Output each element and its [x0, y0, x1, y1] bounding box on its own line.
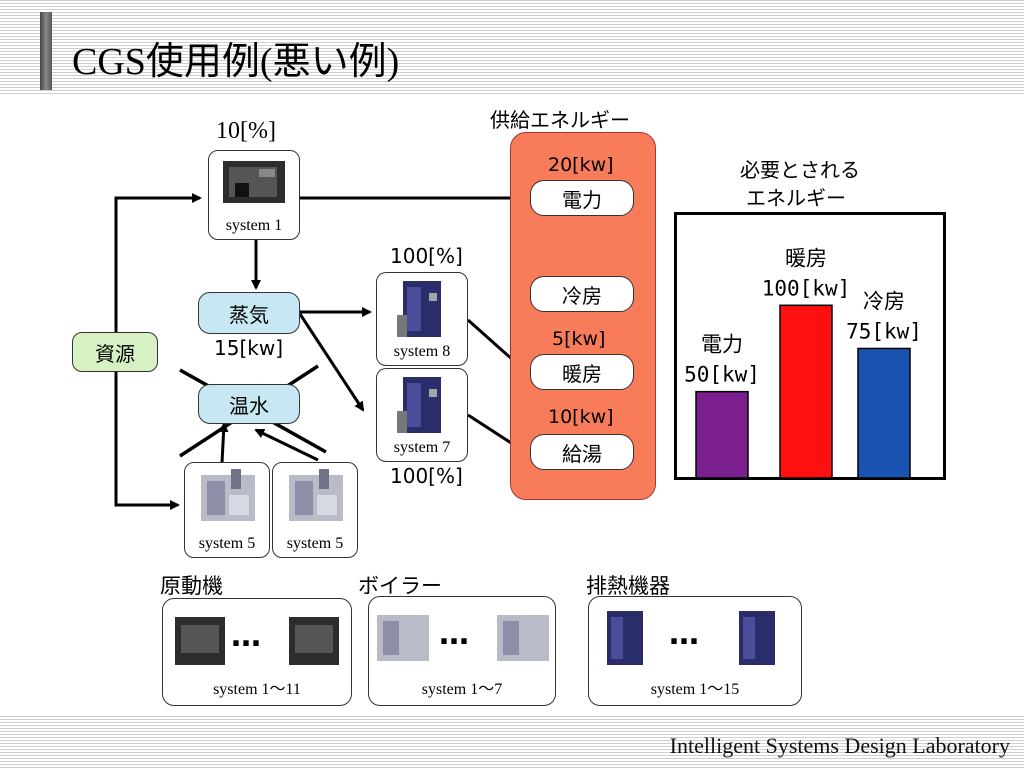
supply-heating-label: 暖房: [562, 361, 602, 386]
boiler-image-row: [377, 615, 549, 661]
steam-label: 蒸気: [229, 302, 269, 327]
category-boiler-box[interactable]: … system 1～7: [368, 596, 556, 706]
boiler-a-card[interactable]: system 5: [184, 462, 270, 558]
system8-percent: 100[%]: [390, 244, 463, 268]
ellipsis: …: [669, 617, 701, 652]
footer-text: Intelligent Systems Design Laboratory: [669, 733, 1010, 758]
steam-value: 15[kw]: [214, 336, 283, 360]
system1-caption: system 1: [225, 217, 283, 234]
arrow-steam-system7: [298, 313, 365, 412]
boiler-b-card[interactable]: system 5: [272, 462, 358, 558]
supply-hotwater-value: 10[kw]: [548, 406, 614, 428]
supply-heating-value: 5[kw]: [552, 328, 606, 350]
category-prime-mover-caption: system 1～11: [213, 681, 301, 698]
ellipsis: …: [231, 619, 263, 654]
supply-title: 供給エネルギー: [490, 108, 630, 132]
arrow-boilerA-hotwater: [218, 422, 229, 464]
category-exhaust-box[interactable]: … system 1～15: [588, 596, 802, 706]
system7-percent: 100[%]: [390, 464, 463, 488]
demand-title-line1: 必要とされる: [740, 158, 860, 182]
boiler-image: [289, 469, 343, 521]
system8-card[interactable]: system 8: [376, 272, 468, 366]
hot-water-label: 温水: [229, 393, 269, 418]
category-boiler-caption: system 1～7: [421, 681, 503, 698]
system1-percent: 10[%]: [216, 118, 276, 144]
supply-hotwater-label: 給湯: [562, 441, 602, 466]
resource-node: 資源: [72, 332, 158, 372]
arrow-resource-system1: [114, 193, 202, 332]
category-prime-mover-label: 原動機: [160, 574, 223, 598]
header-band: [0, 0, 1024, 96]
category-exhaust-label: 排熱機器: [586, 574, 670, 598]
ellipsis: …: [439, 617, 471, 652]
hot-water-node: 温水: [198, 384, 300, 424]
title-marker: [40, 12, 52, 90]
resource-label: 資源: [95, 341, 135, 366]
slide-title: CGS使用例(悪い例): [72, 41, 400, 83]
arrow-resource-boiler: [114, 372, 180, 510]
heat-recovery-image: [397, 281, 441, 337]
heat-recovery-image-row: [607, 611, 775, 665]
demand-title-line2: エネルギー: [746, 186, 846, 210]
supply-electric: 電力: [530, 180, 634, 216]
supply-heating: 暖房: [530, 354, 634, 390]
supply-electric-value: 20[kw]: [548, 154, 614, 176]
system1-card[interactable]: system 1: [208, 150, 300, 240]
category-exhaust-caption: system 1～15: [650, 681, 740, 698]
supply-cooling: 冷房: [530, 276, 634, 312]
footer-band: [0, 716, 1024, 768]
heat-recovery-image: [397, 377, 441, 433]
system7-caption: system 7: [393, 439, 451, 456]
category-boiler-label: ボイラー: [358, 574, 442, 598]
boiler-a-caption: system 5: [198, 535, 256, 552]
generator-image-row: [175, 617, 339, 665]
arrow-boilerB-hotwater: [254, 428, 319, 462]
supply-cooling-label: 冷房: [562, 283, 602, 308]
system8-caption: system 8: [393, 343, 451, 360]
steam-node: 蒸気: [198, 292, 300, 334]
supply-hotwater: 給湯: [530, 434, 634, 470]
generator-image: [223, 161, 285, 203]
supply-electric-label: 電力: [562, 187, 602, 212]
category-prime-mover-box[interactable]: … system 1～11: [162, 598, 352, 706]
boiler-image: [201, 469, 255, 521]
boiler-b-caption: system 5: [286, 535, 344, 552]
system7-card[interactable]: system 7: [376, 368, 468, 462]
demand-chart-frame: [674, 212, 946, 480]
